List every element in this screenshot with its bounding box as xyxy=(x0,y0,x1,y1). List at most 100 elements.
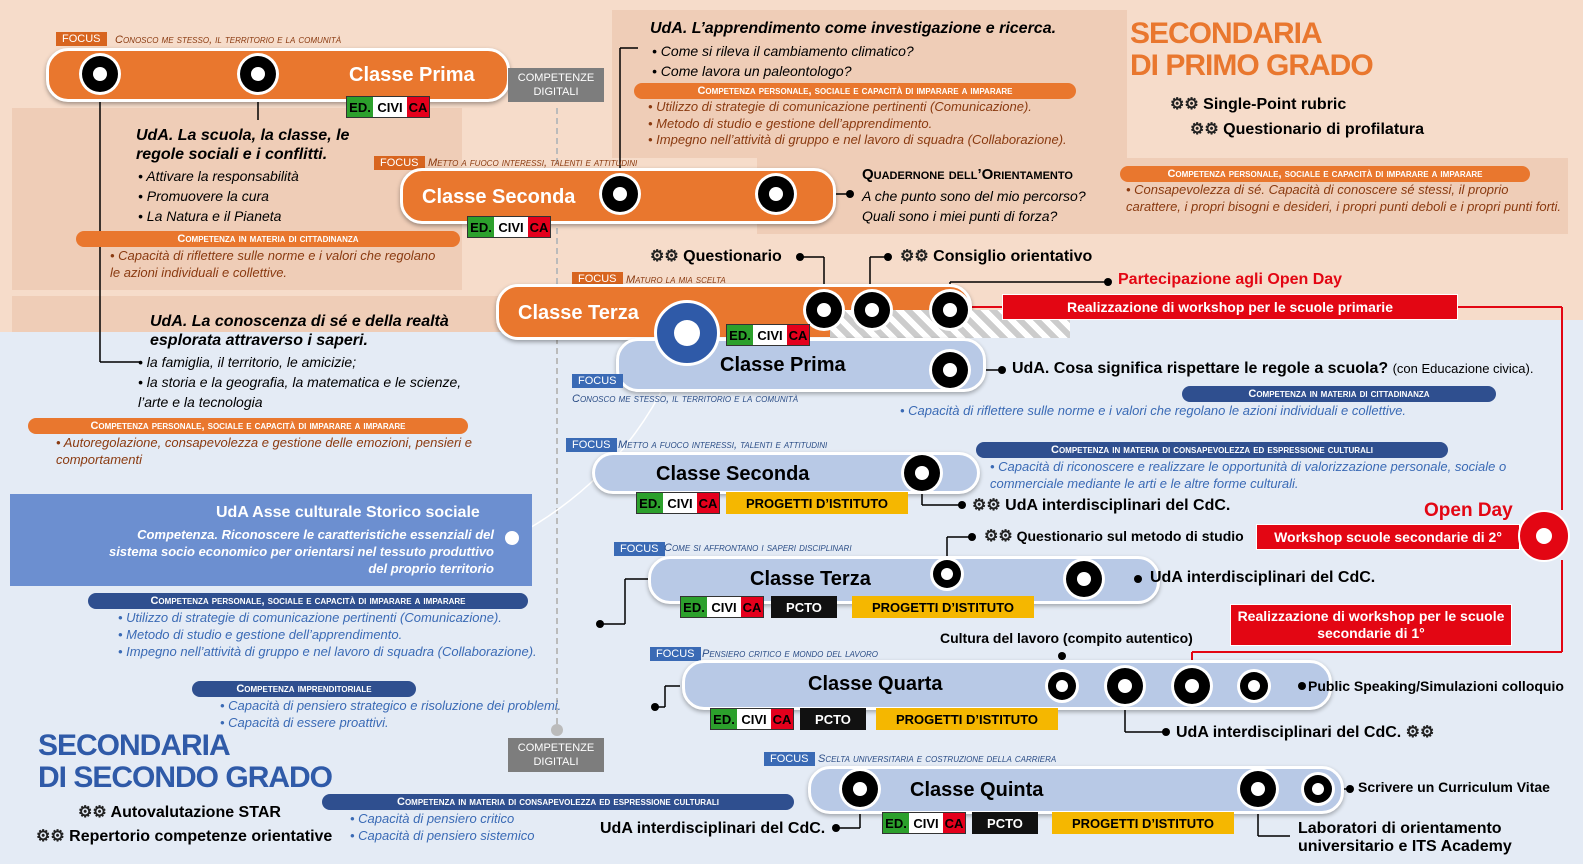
bullet: Consapevolezza di sé. Capacità di conosc… xyxy=(1126,182,1566,215)
bullet: Come lavora un paleontologo? xyxy=(652,61,914,81)
focus-badge: FOCUS xyxy=(374,156,425,170)
flag-white: CIVI xyxy=(494,217,528,237)
focus-badge: FOCUS xyxy=(572,374,623,388)
progetti-istituto-tag: PROGETTI D’ISTITUTO xyxy=(726,492,908,514)
gears-icon: ⚙⚙ xyxy=(972,497,1001,514)
s1-uda-note: (con Educazione civica). xyxy=(1392,361,1534,376)
timeline-node xyxy=(758,176,794,212)
secondo-title-line2: DI SECONDO GRADO xyxy=(38,761,333,794)
consiglio-item: ⚙⚙ Consiglio orientativo xyxy=(900,246,1092,266)
bullet: Utilizzo di strategie di comunicazione p… xyxy=(648,99,1067,116)
quadernone-line: A che punto sono del mio percorso? xyxy=(862,188,1086,204)
connector-dot xyxy=(796,253,804,261)
digitali-connector xyxy=(551,724,563,736)
focus-text: Come si affrontano i saperi disciplinari xyxy=(664,542,852,554)
p2-uda-bullets: Come si rileva il cambiamento climatico?… xyxy=(652,41,914,81)
asse-connector xyxy=(505,531,519,545)
progetti-istituto-tag: PROGETTI D’ISTITUTO xyxy=(876,708,1058,730)
primo-title-line1: SECONDARIA xyxy=(1130,17,1323,50)
timeline-node xyxy=(1174,668,1210,704)
timeline-node xyxy=(1107,668,1143,704)
secondo-tool-label: Repertorio competenze orientative xyxy=(69,828,333,845)
focus-badge: FOCUS xyxy=(566,438,617,452)
competence-header: Competenza imprenditoriale xyxy=(192,681,416,697)
open-day-title: Open Day xyxy=(1424,500,1513,521)
s3-questionario: ⚙⚙ Questionario sul metodo di studio xyxy=(984,526,1244,546)
bullet: La Natura e il Pianeta xyxy=(138,206,299,226)
p1-uda2-bullets: la famiglia, il territorio, le amicizie;… xyxy=(138,352,468,412)
secondo-tool-label: Autovalutazione STAR xyxy=(110,804,281,821)
flag-red: CA xyxy=(943,813,965,833)
flag-green: ED. xyxy=(711,709,737,729)
flag-green: ED. xyxy=(727,325,753,345)
flag-green: ED. xyxy=(347,97,373,117)
s5-uda-cdc: UdA interdisciplinari del CdC. xyxy=(600,820,826,837)
timeline-node xyxy=(904,455,940,491)
p1-comp-bullets: Capacità di riflettere sulle norme e i v… xyxy=(110,247,440,281)
p2-class-label: Classe Seconda xyxy=(422,186,576,208)
s4-class-bar xyxy=(682,660,1332,710)
asse-culturale-box xyxy=(10,494,532,586)
workshop-secondarie-1-box: Realizzazione di workshop per le scuole … xyxy=(1230,604,1512,646)
timeline-node xyxy=(1048,672,1076,700)
primo-tool-label: Single-Point rubric xyxy=(1203,96,1347,113)
gears-icon: ⚙⚙ xyxy=(1170,96,1199,113)
connector-dot xyxy=(998,366,1006,374)
s4-uda-cdc: UdA interdisciplinari del CdC. ⚙⚙ xyxy=(1176,722,1434,742)
bullet: Autoregolazione, consapevolezza e gestio… xyxy=(56,434,476,468)
s1-comp-bullets: Capacità di riflettere sulle norme e i v… xyxy=(900,402,1406,419)
s2-comp-bullets: Capacità di riconoscere e realizzare le … xyxy=(990,458,1550,492)
connector-dot xyxy=(651,703,659,711)
connector-dot xyxy=(1298,682,1306,690)
competenze-digitali-badge: COMPETENZE DIGITALI xyxy=(508,68,604,102)
flag-red: CA xyxy=(741,597,763,617)
s5-class-label: Classe Quinta xyxy=(910,779,1044,801)
timeline-node xyxy=(932,352,968,388)
bullet: la storia e la geografia, la matematica … xyxy=(138,372,468,412)
gears-icon: ⚙⚙ xyxy=(900,248,929,265)
laboratori-orientamento: Laboratori di orientamento universitario… xyxy=(1298,820,1512,855)
p2-comp2-bullets: Consapevolezza di sé. Capacità di conosc… xyxy=(1126,182,1566,215)
focus-text: Conosco me stesso, il territorio e la co… xyxy=(572,393,799,405)
progetti-istituto-tag: PROGETTI D’ISTITUTO xyxy=(1052,812,1234,834)
s5-comp-bullets: Capacità di pensiero critico Capacità di… xyxy=(350,810,534,844)
pcto-tag: PCTO xyxy=(771,596,837,618)
flag-red: CA xyxy=(407,97,429,117)
s3-uda-cdc: UdA interdisciplinari del CdC. xyxy=(1150,569,1376,586)
questionario-item: ⚙⚙ Questionario xyxy=(650,246,782,266)
bullet: Capacità di riflettere sulle norme e i v… xyxy=(110,247,440,281)
bullet: Capacità di riflettere sulle norme e i v… xyxy=(900,402,1406,419)
competenze-digitali-badge: COMPETENZE DIGITALI xyxy=(508,738,604,772)
primo-grado-title: SECONDARIA DI PRIMO GRADO xyxy=(1130,17,1374,82)
p3-class-label: Classe Terza xyxy=(518,302,639,324)
competence-header: Competenza in materia di cittadinanza xyxy=(1182,386,1496,402)
timeline-node xyxy=(1304,775,1332,803)
p1-class-label: Classe Prima xyxy=(349,64,475,86)
focus-text: Conosco me stesso, il territorio e la co… xyxy=(115,34,342,46)
flag-white: CIVI xyxy=(373,97,407,117)
primo-tool-1: ⚙⚙ Single-Point rubric xyxy=(1170,94,1346,114)
p1-uda-bullets: Attivare la responsabilità Promuovere la… xyxy=(138,166,299,226)
focus-badge: FOCUS xyxy=(56,32,107,46)
flag-red: CA xyxy=(771,709,793,729)
bullet: Capacità di essere proattivi. xyxy=(220,714,561,731)
timeline-node xyxy=(602,176,638,212)
connector-dot xyxy=(846,190,854,198)
cultura-lavoro: Cultura del lavoro (compito autentico) xyxy=(940,630,1193,646)
timeline-node xyxy=(932,292,968,328)
bullet: Come si rileva il cambiamento climatico? xyxy=(652,41,914,61)
connector-dot xyxy=(1134,575,1142,583)
focus-text: Scelta universitaria e costruzione della… xyxy=(818,753,1057,765)
flag-white: CIVI xyxy=(663,493,697,513)
curriculum-vitae: Scrivere un Curriculum Vitae xyxy=(1358,779,1550,795)
competence-header: Competenza personale, sociale e capacità… xyxy=(634,83,1076,99)
s1-uda-label: UdA. Cosa significa rispettare le regole… xyxy=(1012,360,1389,377)
connector-dot xyxy=(832,824,840,832)
transition-node-center xyxy=(674,320,700,346)
flag-red: CA xyxy=(787,325,809,345)
uda-cdc-label: UdA interdisciplinari del CdC. xyxy=(1005,497,1231,514)
